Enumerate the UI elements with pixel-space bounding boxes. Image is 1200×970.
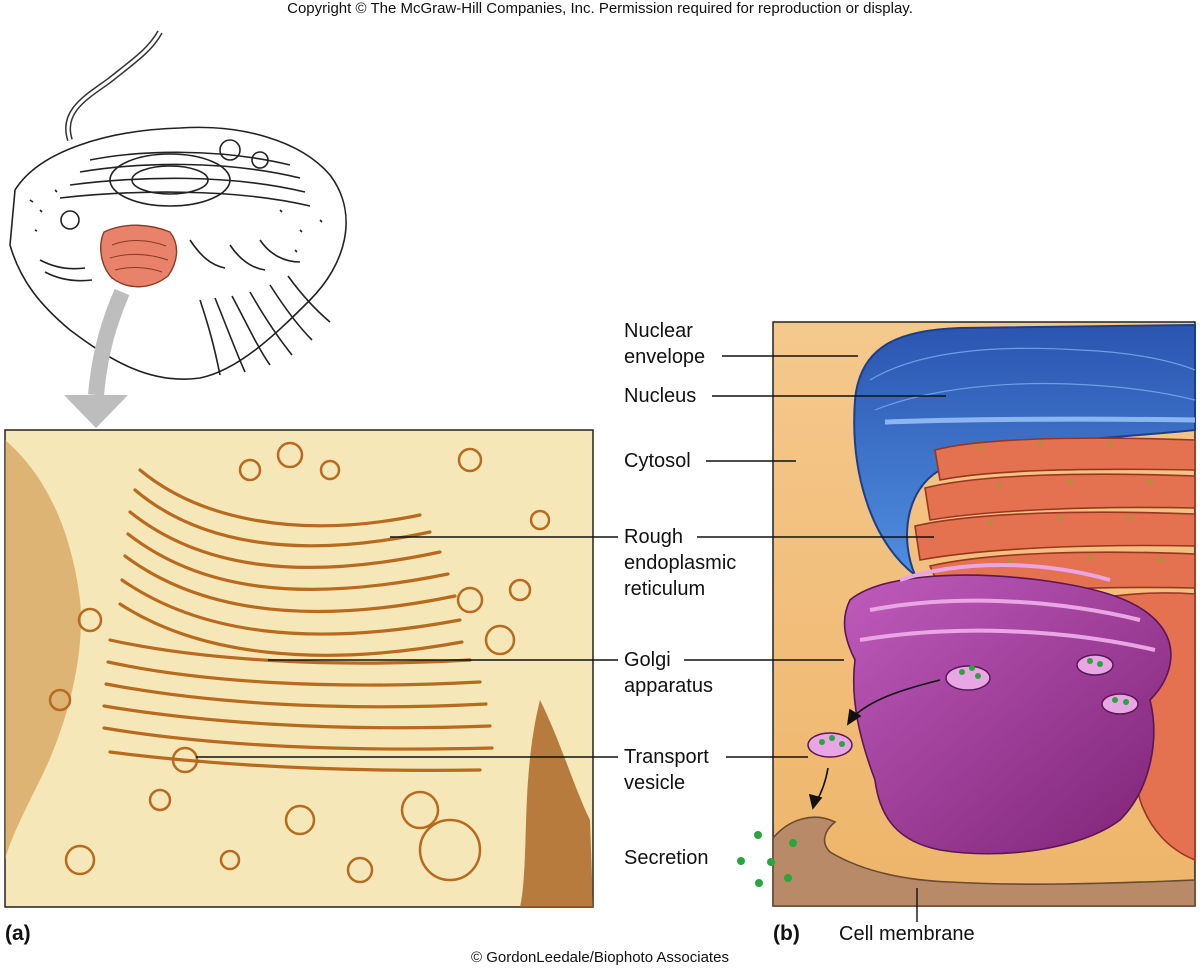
secretion-arrows	[808, 679, 941, 810]
golgi-shape	[843, 563, 1172, 855]
panel-b-label: (b)	[773, 922, 800, 945]
cell-membrane-shape	[772, 816, 1196, 907]
copyright-notice: Copyright © The McGraw-Hill Companies, I…	[287, 0, 913, 17]
label-cell-membrane: Cell membrane	[839, 923, 975, 945]
illustration-panel	[737, 321, 1196, 907]
label-rough-er: Rough endoplasmic reticulum	[624, 526, 737, 600]
secretion-particles	[737, 831, 797, 887]
golgi-highlight	[100, 224, 178, 288]
golgi-vesicles	[807, 654, 1139, 758]
label-golgi: Golgi apparatus	[624, 649, 713, 697]
leader-lines	[196, 355, 946, 922]
panel-a-label: (a)	[5, 922, 31, 945]
label-nuclear-envelope: Nuclear envelope	[624, 320, 706, 368]
label-secretion: Secretion	[624, 847, 709, 869]
zoom-arrow-icon	[64, 288, 130, 428]
micrograph-panel	[4, 429, 594, 908]
label-nucleus: Nucleus	[624, 385, 697, 407]
cell-sketch	[9, 30, 347, 380]
transport-vesicle-shape	[807, 732, 853, 758]
label-cytosol: Cytosol	[624, 450, 691, 472]
label-transport-vesicle: Transport vesicle	[624, 746, 709, 794]
photo-credit: © GordonLeedale/Biophoto Associates	[471, 949, 729, 966]
